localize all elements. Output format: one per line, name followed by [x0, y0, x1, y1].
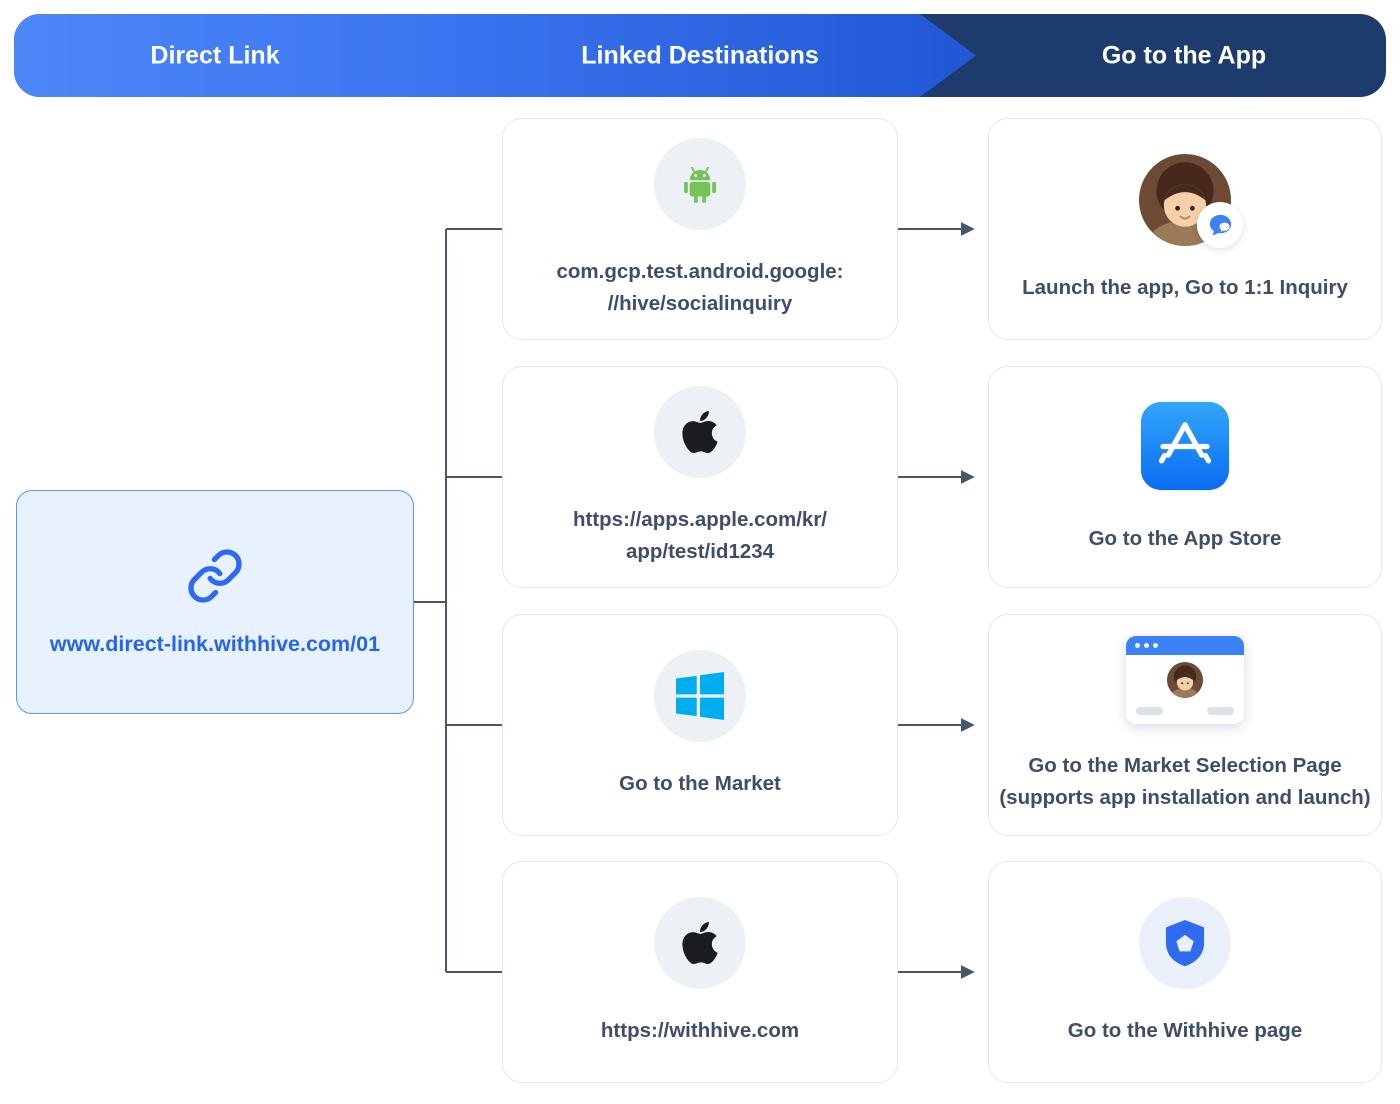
app-label: Go to the Market Selection Page (support…: [999, 754, 1371, 809]
app-card-inquiry: Launch the app, Go to 1:1 Inquiry: [988, 118, 1382, 340]
app-store-icon: [1139, 400, 1231, 497]
android-icon: [654, 138, 746, 231]
avatar-chat-icon: [1139, 154, 1243, 249]
destination-card-android: com.gcp.test.android.google: //hive/soci…: [502, 118, 898, 340]
skeleton-bar: [1207, 707, 1234, 716]
chat-bubble-icon: [1197, 202, 1243, 249]
app-card-app-store: Go to the App Store: [988, 366, 1382, 588]
destination-card-market: Go to the Market: [502, 614, 898, 836]
app-label: Go to the App Store: [1088, 526, 1282, 550]
direct-link-url: www.direct-link.withhive.com/01: [49, 632, 381, 656]
app-label: Launch the app, Go to 1:1 Inquiry: [1022, 276, 1348, 300]
windows-icon: [654, 650, 746, 743]
destination-card-withhive-url: https://withhive.com: [502, 861, 898, 1083]
app-card-market-selection: Go to the Market Selection Page (support…: [988, 614, 1382, 836]
header-go-to-app: Go to the App: [1101, 41, 1267, 69]
skeleton-bar: [1136, 707, 1163, 716]
direct-link-card: www.direct-link.withhive.com/01: [16, 490, 414, 714]
browser-title-bar: [1126, 636, 1244, 656]
app-label: Go to the Withhive page: [1067, 1019, 1303, 1043]
shield-icon: [1139, 897, 1231, 990]
apple-icon: [654, 386, 746, 479]
destination-label: https://withhive.com: [600, 1019, 800, 1043]
destination-label: https://apps.apple.com/kr/ app/test/id12…: [572, 508, 828, 563]
header-linked-destinations: Linked Destinations: [581, 41, 819, 69]
header-direct-link: Direct Link: [150, 41, 280, 69]
app-card-withhive: Go to the Withhive page: [988, 861, 1382, 1083]
avatar-icon: [1167, 662, 1203, 703]
destination-label: com.gcp.test.android.google: //hive/soci…: [556, 260, 844, 315]
destination-label: Go to the Market: [619, 772, 781, 796]
header-gradient-arrow: [14, 14, 976, 97]
apple-icon: [654, 897, 746, 990]
header-bar: Direct Link Linked Destinations Go to th…: [14, 14, 1386, 97]
destination-card-appstore-url: https://apps.apple.com/kr/ app/test/id12…: [502, 366, 898, 588]
link-icon: [186, 547, 244, 610]
browser-window-icon: [1126, 636, 1244, 725]
